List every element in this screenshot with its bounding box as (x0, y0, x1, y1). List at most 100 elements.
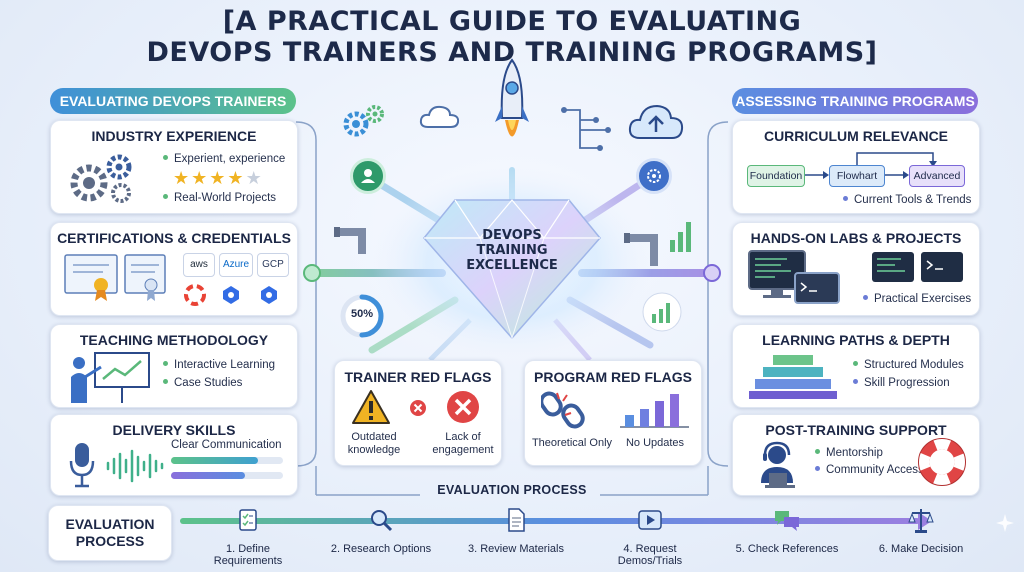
star-icon: ★ (191, 168, 208, 188)
large-x-icon (447, 391, 479, 423)
right-section-header: ASSESSING TRAINING PROGRAMS (732, 88, 978, 114)
support-bullet-2: Community Access (815, 463, 924, 477)
gem-label: DEVOPS TRAINING EXCELLENCE (444, 228, 580, 273)
process-label-box: EVALUATION PROCESS (48, 505, 172, 561)
document-icon (501, 505, 531, 535)
post-training-support-card: POST-TRAINING SUPPORT Mentorship Communi… (732, 414, 980, 496)
rocket-icon (495, 58, 529, 137)
progress-ring: 50% (338, 292, 386, 340)
bar-chart-icon (620, 394, 689, 428)
star-icon: ★ (227, 168, 244, 188)
skill-bar-2-fill (171, 472, 245, 479)
program-flag-1: Theoretical Only (531, 437, 613, 449)
warning-icon (352, 390, 390, 424)
flow-foundation: Foundation (747, 165, 805, 187)
broken-link-icon (541, 391, 585, 429)
certifications-title: CERTIFICATIONS & CREDENTIALS (57, 230, 291, 246)
star-icon: ★ (209, 168, 226, 188)
skill-bar-1-fill (171, 457, 259, 464)
gem-label-line-3: EXCELLENCE (466, 258, 558, 273)
certifications-card: CERTIFICATIONS & CREDENTIALS aws Azure G… (50, 222, 298, 316)
process-label: EVALUATION PROCESS (65, 516, 155, 549)
teaching-methodology-card: TEACHING METHODOLOGY Interactive Learnin… (50, 324, 298, 408)
trainer-red-flags-card: TRAINER RED FLAGS Outdated knowledge Lac… (334, 360, 502, 466)
mini-bars-icon (670, 222, 691, 252)
left-section-header: EVALUATING DEVOPS TRAINERS (50, 88, 296, 114)
program-red-flags-title: PROGRAM RED FLAGS (534, 369, 692, 385)
aws-badge: aws (183, 253, 215, 277)
paths-bullet-1: Structured Modules (853, 358, 964, 372)
process-header: EVALUATION PROCESS (437, 483, 587, 497)
hands-on-labs-card: HANDS-ON LABS & PROJECTS Practical Exerc… (732, 222, 980, 316)
flow-arrows (803, 152, 937, 179)
paths-bullet-2: Skill Progression (853, 376, 950, 390)
process-step-label: 4. Request Demos/Trials (617, 543, 683, 567)
settings-node-icon (636, 158, 672, 194)
scales-icon (906, 505, 936, 535)
network-nodes-icon (561, 107, 611, 151)
trainer-flag-2: Lack of engagement (432, 431, 494, 456)
sparkle-icon (996, 514, 1014, 532)
delivery-skills-title: DELIVERY SKILLS (112, 422, 236, 438)
learning-paths-title: LEARNING PATHS & DEPTH (762, 332, 950, 348)
process-step-label: 1. Define Requirements (213, 543, 283, 567)
trainer-red-flags-title: TRAINER RED FLAGS (344, 369, 492, 385)
industry-bullet-2: Real-World Projects (163, 191, 276, 205)
user-node-icon (350, 158, 386, 194)
small-x-icon (410, 400, 426, 416)
soundwave-icon (106, 449, 164, 483)
curriculum-bullet-1: Current Tools & Trends (843, 193, 971, 207)
gears-icon (343, 105, 384, 137)
teaching-bullet-1: Interactive Learning (163, 358, 275, 372)
learning-paths-card: LEARNING PATHS & DEPTH Structured Module… (732, 324, 980, 408)
program-flag-2: No Updates (625, 437, 685, 449)
chat-icon (772, 505, 802, 535)
progress-ring-graphic (340, 294, 384, 338)
industry-experience-title: INDUSTRY EXPERIENCE (91, 128, 257, 144)
cloud-upload-icon (628, 104, 684, 139)
cloud-provider-icons (184, 284, 277, 306)
cloud-icon (419, 105, 460, 128)
layered-steps-icon (749, 355, 837, 399)
post-training-support-title: POST-TRAINING SUPPORT (765, 422, 947, 438)
pipe-icon (334, 227, 366, 254)
process-step-label: 6. Make Decision (878, 543, 964, 555)
curriculum-relevance-card: CURRICULUM RELEVANCE Foundation Flowhart… (732, 120, 980, 214)
microphone-icon (69, 443, 95, 488)
progress-value: 50% (350, 308, 374, 320)
hands-on-labs-title: HANDS-ON LABS & PROJECTS (750, 230, 962, 246)
labs-bullet-1: Practical Exercises (863, 292, 971, 306)
pipe-right-icon (624, 233, 658, 266)
play-icon (635, 505, 665, 535)
checklist-icon (233, 505, 263, 535)
support-bullet-1: Mentorship (815, 446, 883, 460)
presenter-icon (71, 352, 150, 403)
process-step-label: 5. Check References (735, 543, 839, 555)
flow-flowchart: Flowhart (829, 165, 885, 187)
gears-icon (70, 154, 132, 203)
industry-bullet-1: Experient, experience (163, 152, 285, 166)
growth-chart-icon (642, 292, 682, 332)
teaching-methodology-title: TEACHING METHODOLOGY (79, 332, 269, 348)
star-icon: ★ (173, 168, 190, 188)
teaching-bullet-2: Case Studies (163, 376, 242, 390)
gcp-badge: GCP (257, 253, 289, 277)
star-rating: ★★★★★ (173, 168, 283, 188)
industry-experience-card: INDUSTRY EXPERIENCE Experient, experienc… (50, 120, 298, 214)
skill-bar-1 (171, 457, 283, 464)
magnifier-icon (366, 505, 396, 535)
certificate-icon (64, 254, 166, 301)
azure-badge: Azure (219, 253, 253, 277)
support-agent-icon (761, 441, 795, 488)
trainer-flag-1: Outdated knowledge (347, 431, 401, 456)
delivery-text: Clear Communication (171, 439, 282, 451)
lifebuoy-icon (918, 438, 966, 486)
star-icon: ★ (245, 168, 262, 188)
gem-label-line-2: TRAINING (476, 243, 548, 258)
process-step-label: 3. Review Materials (468, 543, 564, 555)
process-step-label: 2. Research Options (330, 543, 432, 555)
curriculum-relevance-title: CURRICULUM RELEVANCE (763, 128, 949, 144)
program-red-flags-card: PROGRAM RED FLAGS Theoretical Only No Up… (524, 360, 702, 466)
flow-advanced: Advanced (909, 165, 965, 187)
